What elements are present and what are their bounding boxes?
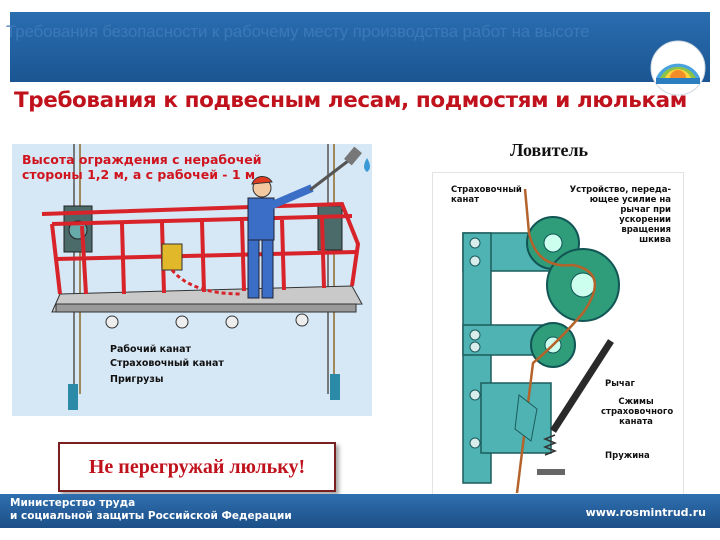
cradle-drawing bbox=[41, 144, 370, 410]
label-safety-rope-line-2: канат bbox=[451, 195, 480, 205]
header-bar bbox=[10, 12, 710, 82]
catcher-mechanism-drawing bbox=[462, 188, 620, 494]
label-weights: Пригрузы bbox=[110, 374, 164, 385]
warning-box: Не перегружай люльку! bbox=[58, 442, 336, 492]
catcher-title: Ловитель bbox=[510, 140, 589, 160]
label-device-line-6: шкива bbox=[639, 235, 671, 245]
page-title: Требования к подвесным лесам, подмостям … bbox=[14, 88, 687, 113]
label-jaws-line-1: Сжимы bbox=[618, 397, 654, 407]
header-title: Требования безопасности к рабочему месту… bbox=[6, 22, 590, 41]
warning-text: Не перегружай люльку! bbox=[88, 455, 306, 478]
footer-ministry: Министерство труда и социальной защиты Р… bbox=[10, 497, 292, 523]
label-safety-rope-line-1: Страховочный bbox=[451, 185, 522, 195]
logo-icon bbox=[650, 40, 706, 96]
footer-ministry-line-2: и социальной защиты Российской Федерации bbox=[10, 510, 292, 522]
footer-bar: Министерство труда и социальной защиты Р… bbox=[0, 494, 720, 528]
label-device-line-3: рычаг при bbox=[620, 205, 671, 215]
label-working-rope: Рабочий канат bbox=[110, 344, 192, 355]
catcher-diagram: Страховочный канат Устройство, переда- ю… bbox=[432, 172, 684, 496]
footer-url-link[interactable]: www.rosmintrud.ru bbox=[585, 506, 706, 519]
footer-ministry-line-1: Министерство труда bbox=[10, 497, 136, 509]
label-spring: Пружина bbox=[605, 451, 650, 461]
fence-note-line-1: Высота ограждения с нерабочей bbox=[22, 152, 262, 167]
label-device-line-1: Устройство, переда- bbox=[569, 185, 671, 195]
fence-note-line-2: стороны 1,2 м, а с рабочей - 1 м bbox=[22, 167, 256, 182]
label-device-line-5: вращения bbox=[621, 225, 671, 235]
fence-height-note: Высота ограждения с нерабочей стороны 1,… bbox=[22, 152, 282, 182]
label-transmission-device: Устройство, переда- ющее усилие на рычаг… bbox=[561, 185, 671, 245]
scaffold-illustration: Высота ограждения с нерабочей стороны 1,… bbox=[12, 144, 372, 416]
label-safety-rope: Страховочный канат bbox=[451, 185, 522, 205]
label-device-line-4: ускорении bbox=[619, 215, 671, 225]
label-rope-jaws: Сжимы страховочного каната bbox=[601, 397, 674, 427]
label-lever: Рычаг bbox=[605, 379, 635, 389]
label-safety-rope: Страховочный канат bbox=[110, 358, 224, 369]
label-device-line-2: ющее усилие на bbox=[589, 195, 671, 205]
label-jaws-line-3: каната bbox=[619, 417, 653, 427]
label-jaws-line-2: страховочного bbox=[601, 407, 674, 417]
